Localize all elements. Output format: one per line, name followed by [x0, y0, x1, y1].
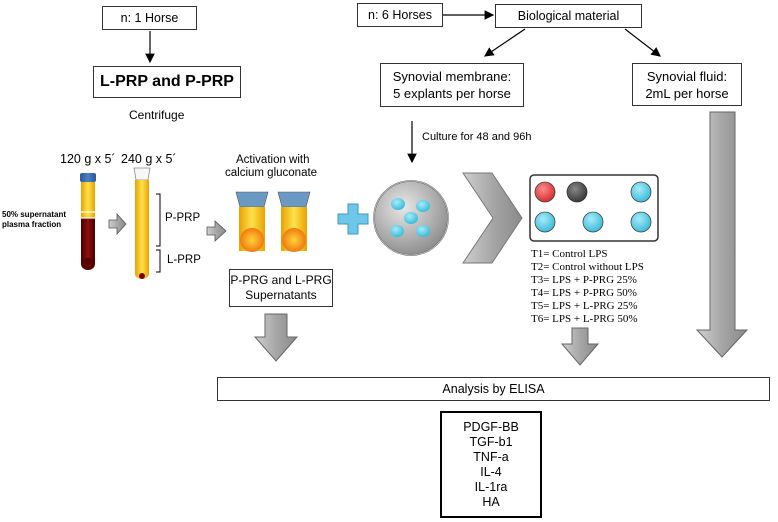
well-plate [529, 174, 659, 242]
arrow-bio-to-fluid [624, 28, 661, 57]
tube-prp [133, 167, 151, 279]
analysis-box: Analysis by ELISA [217, 377, 770, 401]
biomarker-box: PDGF-BB TGF-b1 TNF-a IL-4 IL-1ra HA [440, 411, 542, 518]
petri-dish [373, 180, 449, 256]
centrifuge-label: Centrifuge [129, 108, 185, 122]
supernatant-label-line1: 50% supernatant [2, 210, 67, 219]
p-prp-label: P-PRP [165, 212, 201, 224]
supernatant-label-line2: plasma fraction [2, 220, 62, 229]
arrow-bio-to-membrane [484, 28, 526, 57]
activation-tubes [235, 191, 311, 252]
lprp-pprp-label: L-PRP and P-PRP [100, 73, 234, 90]
synovial-fluid-line2: 2mL per horse [645, 85, 729, 101]
brace-marks [156, 193, 161, 273]
treatment-t1: T1= Control LPS [531, 248, 608, 260]
biomarker-il4: IL-4 [480, 464, 502, 479]
down-arrow-fluid [695, 111, 749, 358]
biomarker-il1ra: IL-1ra [474, 479, 508, 494]
well-t4 [534, 211, 556, 233]
n1-horse-label: n: 1 Horse [120, 11, 179, 25]
biomarker-ha: HA [482, 494, 500, 509]
biomarker-pdgf: PDGF-BB [463, 419, 519, 434]
well-t6 [630, 211, 652, 233]
activation-label-line2: calcium gluconate [225, 167, 318, 179]
plus-icon [337, 203, 369, 235]
treatment-t5: T5= LPS + L-PRG 25% [531, 300, 638, 312]
chevron-icon [462, 172, 523, 264]
down-arrow-plate [560, 327, 600, 366]
biological-material-label: Biological material [517, 9, 620, 23]
treatment-list: T1= Control LPS T2= Control without LPS … [531, 248, 644, 326]
well-t5 [582, 211, 604, 233]
analysis-label: Analysis by ELISA [442, 382, 545, 396]
supernatants-box: P-PRG and L-PRG Supernatants [229, 269, 333, 307]
synovial-membrane-line2: 5 explants per horse [393, 86, 511, 101]
treatment-t6: T6= LPS + L-PRG 50% [531, 313, 638, 325]
flow-arrows [145, 10, 661, 164]
transfer-arrow-1 [108, 212, 127, 236]
treatment-t4: T4= LPS + P-PRG 50% [531, 287, 637, 299]
supernatants-line1: P-PRG and L-PRG [230, 273, 332, 287]
explant-5 [416, 225, 430, 237]
n6-horses-box: n: 6 Horses [357, 3, 443, 27]
n6-horses-label: n: 6 Horses [368, 8, 432, 22]
spin2-label: 240 g x 5´ [121, 152, 177, 166]
well-t2 [566, 181, 588, 203]
synovial-fluid-line1: Synovial fluid: [646, 68, 728, 84]
biomarker-list: PDGF-BB TGF-b1 TNF-a IL-4 IL-1ra HA [463, 420, 519, 510]
lprp-pprp-box: L-PRP and P-PRP [93, 66, 241, 98]
culture-label: Culture for 48 and 96h [422, 131, 532, 143]
treatment-t2: T2= Control without LPS [531, 261, 644, 273]
tube-whole-blood [80, 173, 96, 270]
synovial-membrane-line1: Synovial membrane: [392, 69, 512, 84]
treatment-t3: T3= LPS + P-PRG 25% [531, 274, 637, 286]
grey-down-arrows [253, 111, 749, 366]
biomarker-tnf: TNF-a [473, 449, 509, 464]
l-prp-brace [156, 249, 161, 273]
biological-material-box: Biological material [495, 4, 642, 28]
explant-3 [404, 212, 418, 224]
supernatants-line2: Supernatants [245, 288, 317, 302]
activation-label-line1: Activation with [236, 154, 310, 166]
well-t1 [534, 181, 556, 203]
transfer-arrow-2 [206, 220, 227, 242]
explant-1 [391, 198, 405, 210]
explant-4 [390, 225, 404, 237]
biomarker-tgf: TGF-b1 [469, 434, 513, 449]
l-prp-label: L-PRP [167, 254, 201, 266]
p-prp-brace [156, 193, 161, 247]
down-arrow-supernatants [253, 313, 299, 362]
well-t3 [630, 181, 652, 203]
n1-horse-box: n: 1 Horse [102, 6, 197, 30]
explant-2 [416, 200, 430, 212]
spin1-label: 120 g x 5´ [60, 152, 116, 166]
synovial-membrane-box: Synovial membrane: 5 explants per horse [380, 63, 524, 107]
synovial-fluid-box: Synovial fluid: 2mL per horse [632, 63, 742, 106]
